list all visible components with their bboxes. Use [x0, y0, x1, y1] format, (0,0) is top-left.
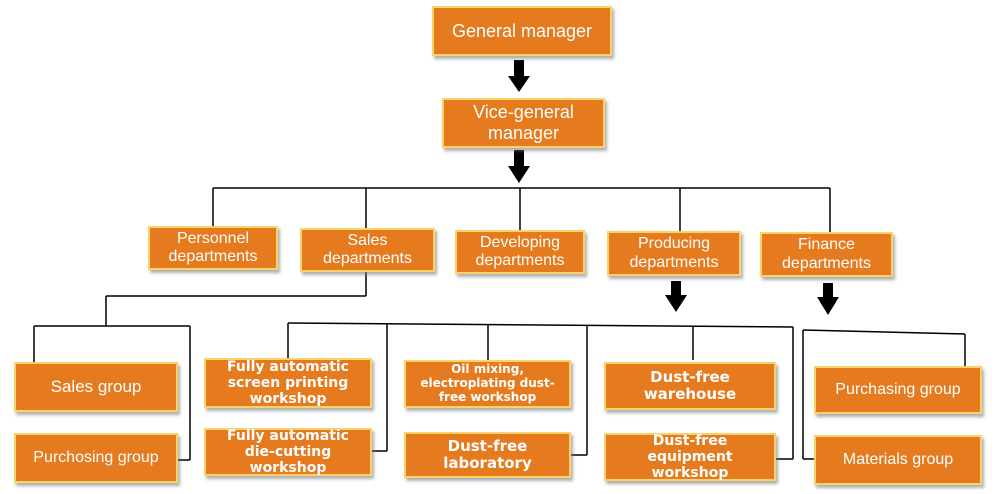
node-sales-group: Sales group [14, 362, 178, 412]
arrow-down-icon [665, 281, 687, 312]
node-die-cutting-workshop: Fully automatic die-cutting workshop [204, 428, 372, 476]
node-general-manager: General manager [432, 6, 612, 56]
node-materials-group: Materials group [814, 435, 982, 485]
workshop-bus-line [287, 322, 794, 328]
node-purchasing-group: Purchasing group [814, 366, 982, 414]
node-developing-departments: Developing departments [455, 230, 585, 274]
node-producing-departments: Producing departments [607, 231, 741, 276]
node-vice-general-manager: Vice-general manager [442, 98, 605, 148]
node-dust-free-equipment-workshop: Dust-free equipment workshop [604, 433, 776, 481]
node-screen-printing-workshop: Fully automatic screen printing workshop [204, 358, 372, 408]
node-sales-departments: Sales departments [300, 228, 435, 272]
arrow-down-icon [508, 60, 530, 92]
node-purchosing-group: Purchosing group [14, 433, 178, 483]
arrow-down-icon [508, 150, 530, 183]
node-oil-mixing-workshop: Oil mixing, electroplating dust-free wor… [404, 360, 571, 408]
node-dust-free-laboratory: Dust-free laboratory [404, 432, 571, 478]
node-personnel-departments: Personnel departments [148, 226, 278, 270]
node-finance-departments: Finance departments [760, 232, 893, 277]
node-dust-free-warehouse: Dust-free warehouse [604, 362, 776, 410]
arrow-down-icon [817, 283, 839, 315]
finance-bus-line [802, 329, 966, 335]
